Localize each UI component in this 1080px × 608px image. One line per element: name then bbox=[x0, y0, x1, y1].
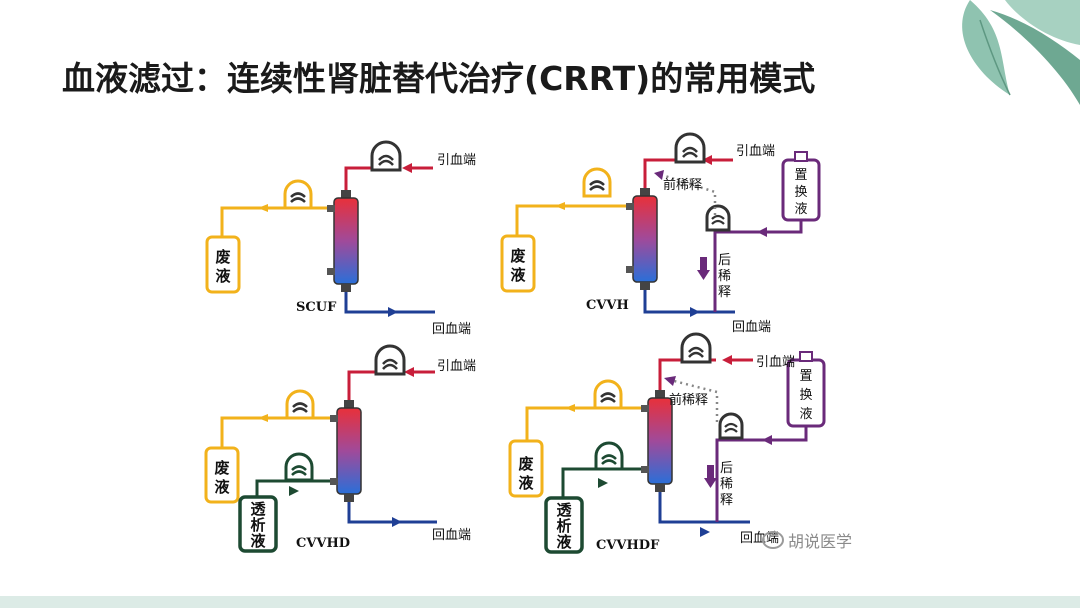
label-replacement: 液 bbox=[794, 202, 807, 217]
watermark-text: 胡说医学 bbox=[788, 532, 853, 551]
arrow-icon bbox=[702, 155, 712, 165]
arrow-icon bbox=[258, 204, 268, 212]
slide-title: 血液滤过：连续性肾脏替代治疗(CRRT)的常用模式 bbox=[62, 59, 816, 98]
label-blood-in: 引血端 bbox=[736, 144, 775, 159]
waste-bag bbox=[500, 234, 536, 293]
waste-bag bbox=[204, 446, 240, 504]
panel-cvvhd bbox=[204, 344, 437, 553]
label-waste: 液 bbox=[214, 478, 230, 496]
arrow-icon bbox=[704, 478, 717, 488]
blood-pump-icon bbox=[674, 132, 706, 164]
arrow-icon bbox=[555, 202, 565, 210]
label-replacement: 液 bbox=[799, 407, 812, 422]
replacement-pump-icon bbox=[718, 412, 744, 440]
label-waste: 废 bbox=[518, 455, 533, 473]
blood-pump-icon bbox=[370, 140, 402, 172]
arrow-icon bbox=[388, 307, 398, 317]
watermark: 胡说医学 bbox=[762, 528, 852, 552]
label-post-dilution: 后 bbox=[718, 253, 731, 268]
arrow-icon bbox=[697, 270, 710, 280]
dialysate-pump-icon bbox=[284, 452, 314, 482]
label-post-dilution: 稀 bbox=[720, 477, 733, 492]
mode-name-cvvhdf: CVVHDF bbox=[596, 538, 660, 553]
label-waste: 废 bbox=[510, 247, 525, 265]
label-dialysate: 析 bbox=[250, 516, 265, 534]
mode-name-cvvh: CVVH bbox=[586, 298, 629, 313]
replacement-pump-icon bbox=[705, 204, 731, 232]
arrow-icon bbox=[654, 170, 664, 180]
label-replacement: 置 bbox=[799, 369, 812, 384]
arrow-icon bbox=[664, 376, 676, 386]
arrow-icon bbox=[722, 355, 732, 365]
blood-pump-icon bbox=[680, 332, 712, 364]
dialysate-bag bbox=[238, 495, 278, 553]
label-replacement: 换 bbox=[799, 388, 812, 403]
label-waste: 液 bbox=[510, 266, 526, 284]
panel-cvvh bbox=[500, 132, 821, 317]
hemofilter-icon bbox=[327, 190, 359, 292]
ultrafiltrate-pump-icon bbox=[283, 179, 313, 210]
arrow-icon bbox=[402, 163, 412, 173]
ultrafiltrate-pump-icon bbox=[593, 379, 623, 410]
label-blood-out: 回血端 bbox=[432, 322, 471, 337]
waste-bag bbox=[205, 235, 241, 294]
label-post-dilution: 稀 bbox=[718, 269, 731, 284]
label-waste: 液 bbox=[215, 267, 231, 285]
arrow-icon bbox=[690, 307, 700, 317]
label-dialysate: 析 bbox=[556, 517, 571, 535]
panel-cvvhdf bbox=[508, 332, 826, 554]
arrow-icon bbox=[404, 367, 414, 377]
panel-scuf bbox=[205, 140, 435, 317]
arrow-icon bbox=[392, 517, 402, 527]
label-pre-dilution: 前稀释 bbox=[669, 392, 708, 408]
waste-bag bbox=[508, 439, 544, 498]
blood-pump-icon bbox=[374, 344, 406, 376]
label-blood-in: 引血端 bbox=[437, 359, 476, 374]
mode-name-cvvhd: CVVHD bbox=[296, 536, 350, 551]
label-dialysate: 液 bbox=[250, 532, 266, 550]
label-blood-out: 回血端 bbox=[432, 528, 471, 543]
label-replacement: 换 bbox=[794, 185, 807, 200]
arrow-icon bbox=[598, 478, 608, 488]
hemofilter-icon bbox=[626, 188, 658, 290]
hemofilter-icon bbox=[330, 400, 362, 502]
dialysate-bag bbox=[544, 496, 584, 554]
arrow-icon bbox=[565, 404, 575, 412]
label-waste: 废 bbox=[215, 248, 230, 266]
label-blood-out: 回血端 bbox=[732, 320, 771, 335]
ultrafiltrate-pump-icon bbox=[285, 389, 315, 420]
ultrafiltrate-pump-icon bbox=[582, 167, 612, 198]
mode-name-scuf: SCUF bbox=[296, 300, 337, 315]
leaf-decoration bbox=[962, 0, 1080, 105]
label-dialysate: 液 bbox=[556, 533, 572, 551]
label-dialysate: 透 bbox=[556, 501, 572, 519]
arrow-icon bbox=[289, 486, 299, 496]
arrow-icon bbox=[700, 527, 710, 537]
label-post-dilution: 释 bbox=[720, 493, 733, 508]
arrow-icon bbox=[762, 435, 772, 445]
bottom-band bbox=[0, 596, 1080, 608]
label-replacement: 置 bbox=[794, 168, 807, 183]
label-waste: 液 bbox=[518, 474, 534, 492]
wechat-icon bbox=[762, 531, 784, 549]
label-pre-dilution: 前稀释 bbox=[663, 177, 702, 193]
label-post-dilution: 后 bbox=[720, 461, 733, 476]
label-blood-in: 引血端 bbox=[437, 153, 476, 168]
arrow-icon bbox=[258, 414, 268, 422]
label-waste: 废 bbox=[214, 459, 229, 477]
label-blood-in: 引血端 bbox=[756, 355, 795, 370]
dialysate-pump-icon bbox=[594, 441, 624, 471]
hemofilter-icon bbox=[641, 390, 673, 492]
label-dialysate: 透 bbox=[250, 500, 266, 518]
label-post-dilution: 释 bbox=[718, 285, 731, 300]
arrow-icon bbox=[757, 227, 767, 237]
